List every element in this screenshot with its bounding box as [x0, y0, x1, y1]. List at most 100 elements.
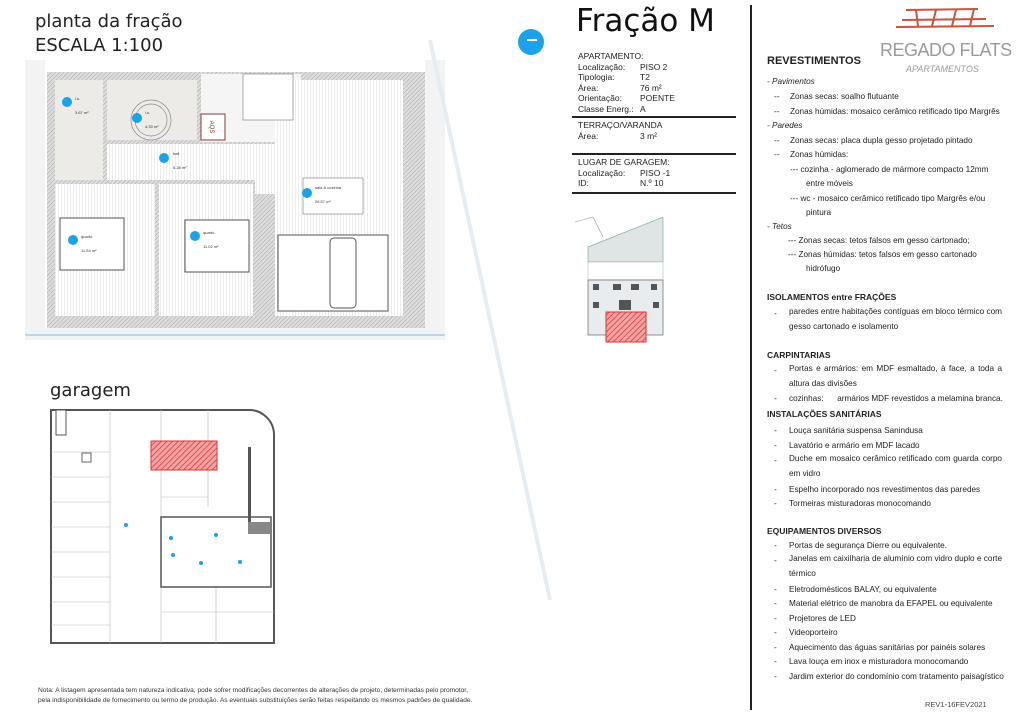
spec-item: Lavatório e armário em MDF lacado — [789, 441, 920, 450]
plan-scale: ESCALA 1:100 — [35, 35, 164, 56]
bullet: - — [774, 441, 777, 450]
spec-item: Zonas secas: placa dupla gesso projetado… — [790, 136, 973, 145]
spec-item: cozinhas: armários MDF revestidos a mela… — [789, 394, 1003, 403]
spec-item: Espelho incorporado nos revestimentos da… — [789, 485, 981, 494]
bullet: - — [774, 485, 777, 494]
logo-name: REGADO FLATS — [880, 40, 1012, 60]
room-area: 26.57 m² — [315, 199, 331, 204]
section-title-sanitarias: INSTALAÇÕES SANITÁRIAS — [767, 409, 882, 419]
spec-item: Portas de segurança Dierre ou equivalent… — [789, 541, 947, 550]
label: Área: — [578, 130, 599, 141]
bullet: - — [774, 426, 777, 435]
bullet: - — [774, 628, 777, 637]
bullet: - — [774, 309, 777, 318]
garage-title: garagem — [50, 380, 131, 401]
divider — [572, 192, 736, 194]
label: Área: — [578, 82, 599, 93]
parking-heading: LUGAR DE GARAGEM: — [578, 157, 670, 167]
bullet: - — [774, 614, 777, 623]
spec-item: Portas e armários: em MDF esmaltado, à f… — [789, 364, 1002, 388]
location-marker-icon — [518, 29, 544, 55]
spec-item: hidrófugo — [806, 264, 841, 273]
regado-flats-logo: REGADO FLATS APARTAMENTOS — [876, 4, 1012, 78]
room-area: 4.33 m² — [145, 124, 159, 129]
bullet: - — [774, 366, 777, 375]
parking-info: LUGAR DE GARAGEM: Localização:PISO -1 ID… — [578, 157, 738, 189]
column-divider — [750, 5, 752, 710]
spec-item: --- Zonas húmidas: tetos falsos em gesso… — [788, 250, 977, 259]
room-area: 11.02 m² — [203, 244, 219, 249]
label: Classe Energ.: — [578, 103, 634, 114]
spec-item: Duche em mosaico cerâmico retificado com… — [789, 454, 1002, 478]
section-title-isolamentos: ISOLAMENTOS entre FRAÇÕES — [767, 292, 897, 302]
value: 3 m² — [640, 130, 657, 141]
bullet: - — [774, 599, 777, 608]
aqs-label: AQS — [208, 121, 214, 134]
label: Localização: — [578, 167, 626, 178]
value: PISO -1 — [640, 167, 671, 178]
apartment-heading: APARTAMENTO: — [578, 51, 644, 61]
value: N.º 10 — [640, 178, 664, 188]
bullet: -- — [774, 107, 780, 116]
spec-item: Louça sanitária suspensa Sanindusa — [789, 426, 923, 435]
section-title-carpintarias: CARPINTARIAS — [767, 350, 831, 360]
spec-item: Projetores de LED — [789, 614, 856, 623]
divider — [572, 116, 736, 118]
spec-item: Aquecimento das águas sanitárias por pai… — [789, 643, 986, 652]
apartment-info: APARTAMENTO: Localização:PISO 2 Tipologi… — [578, 51, 738, 114]
spec-item: entre móveis — [806, 179, 853, 188]
garage-plan — [50, 408, 275, 644]
spec-item: Lava louça em inox e misturadora monocom… — [789, 657, 969, 666]
value: T2 — [640, 72, 650, 82]
logo-subtitle: APARTAMENTOS — [906, 64, 979, 74]
spec-item: Zonas húmidas: — [790, 150, 849, 159]
spec-item: Tormeiras misturadoras monocomando — [789, 499, 931, 508]
room-area: 5.28 m² — [173, 165, 187, 170]
terrace-heading: TERRAÇO/VARANDA — [578, 120, 663, 130]
label: Tipologia: — [578, 72, 615, 82]
building-location-thumbnail — [574, 216, 664, 343]
value: A — [640, 103, 646, 114]
room-label: i.s. — [75, 96, 80, 101]
spec-item: pintura — [806, 208, 832, 217]
bullet: - — [774, 643, 777, 652]
spec-item: paredes entre habitações contíguas em bl… — [789, 307, 1002, 331]
spec-item: Videoporteiro — [789, 628, 838, 637]
spec-item: Zonas secas: soalho flutuante — [790, 92, 899, 101]
bullet: - — [774, 499, 777, 508]
room-label: i.s. — [145, 110, 150, 115]
subsection-paredes: - Paredes — [767, 121, 803, 130]
revision-label: REV1-16FEV2021 — [925, 700, 987, 709]
subsection-pavimentos: - Pavimentos — [767, 77, 815, 86]
spec-item: --- wc - mosaico cerâmico retificado tip… — [790, 194, 986, 203]
bullet: - — [774, 672, 777, 681]
value: POENTE — [640, 93, 675, 103]
note-line: Nota: A listagem apresentada tem naturez… — [38, 687, 468, 694]
bullet: - — [774, 541, 777, 550]
spec-item: Jardim exterior do condomínio com tratam… — [789, 672, 1004, 681]
spec-item: --- Zonas secas: tetos falsos em gesso c… — [788, 236, 970, 245]
spec-item: Janelas em caixilharia de alumínio com v… — [789, 554, 1002, 578]
glare-decoration — [428, 40, 552, 601]
bullet: -- — [774, 136, 780, 145]
spec-item: Zonas húmidas: mosaico cerâmico retifica… — [790, 107, 1000, 116]
divider — [572, 153, 736, 155]
room-label: quarto — [203, 230, 215, 235]
value: 76 m² — [640, 82, 662, 93]
label: Orientação: — [578, 93, 622, 103]
spec-item: Eletrodomésticos BALAY, ou equivalente — [789, 585, 937, 594]
bullet: -- — [774, 92, 780, 101]
room-label: hall — [173, 151, 179, 156]
terrace-info: TERRAÇO/VARANDA Área: 3 m² — [578, 120, 738, 141]
bullet: -- — [774, 150, 780, 159]
room-label: sala & cozinha — [315, 185, 342, 190]
room-area: 3.67 m² — [75, 110, 89, 115]
logo-mark-icon — [895, 8, 995, 28]
bullet: - — [774, 657, 777, 666]
room-label: quarto — [81, 234, 93, 239]
subsection-tetos: - Tetos — [767, 222, 792, 231]
bullet: - — [774, 585, 777, 594]
bullet: - — [774, 394, 777, 403]
spec-item: Material elétrico de manobra da EFAPEL o… — [789, 599, 993, 608]
value: PISO 2 — [640, 61, 668, 72]
